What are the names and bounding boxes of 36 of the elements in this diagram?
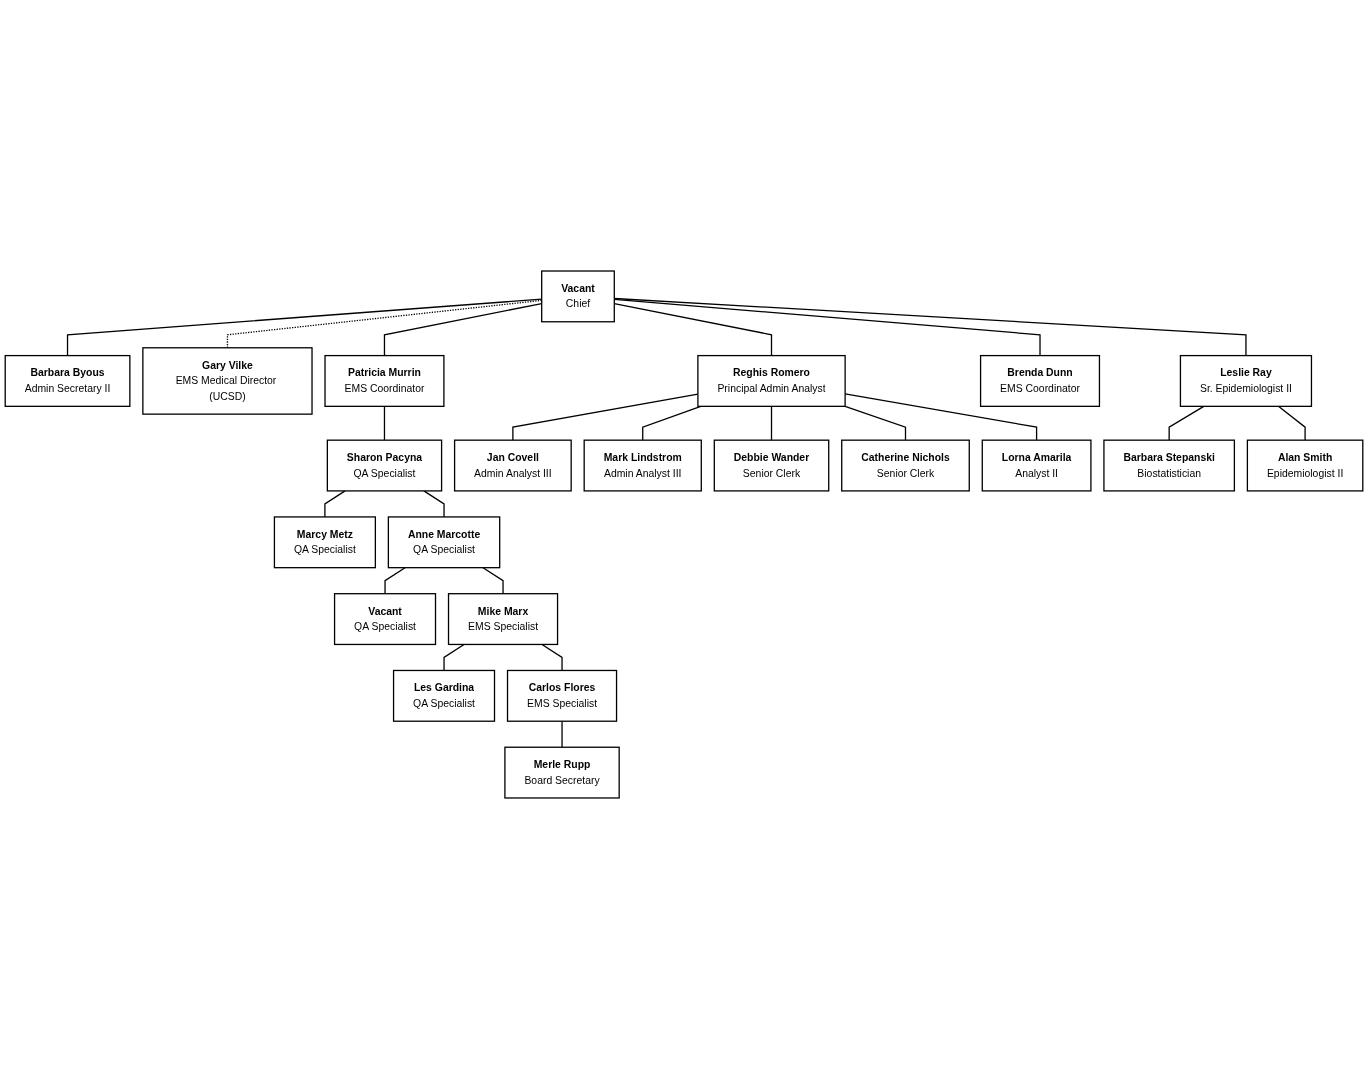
connector	[383, 405, 386, 441]
connector	[844, 393, 1038, 441]
connector	[423, 490, 445, 518]
node-box: Leslie Ray Sr. Epidemiologist II	[1179, 354, 1313, 407]
node-box: Les Gardina QA Specialist	[392, 669, 496, 722]
connector	[384, 567, 406, 595]
node-box: Barbara Byous Admin Secretary II	[4, 354, 131, 407]
connector	[324, 490, 346, 518]
node-box: Vacant QA Specialist	[333, 593, 437, 646]
connector	[482, 567, 504, 595]
connector	[642, 405, 702, 441]
node-box: Barbara Stepanski Biostatistician	[1103, 439, 1236, 492]
node-box: Mike Marx EMS Specialist	[447, 593, 559, 646]
connector	[1277, 405, 1306, 441]
connector	[443, 643, 465, 672]
connector	[844, 405, 907, 441]
node-box: Patricia Murrin EMS Coordinator	[324, 354, 445, 407]
node-box: Lorna Amarila Analyst II	[981, 439, 1092, 492]
node-box: Anne Marcotte QA Specialist	[387, 516, 501, 569]
node-box: Mark Lindstrom Admin Analyst III	[583, 439, 702, 492]
node-box: Catherine Nichols Senior Clerk	[841, 439, 970, 492]
node-box: Merle Rupp Board Secretary	[504, 746, 620, 799]
node-box: Jan Covell Admin Analyst III	[453, 439, 572, 492]
node-box: Carlos Flores EMS Specialist	[506, 669, 618, 722]
node-box: Brenda Dunn EMS Coordinator	[979, 354, 1101, 407]
connector	[1168, 405, 1205, 441]
connector	[770, 405, 773, 441]
node-box: Alan Smith Epidemiologist II	[1246, 439, 1364, 492]
node-box: Debbie Wander Senior Clerk	[713, 439, 830, 492]
node-box: Reghis Romero Principal Admin Analyst	[697, 354, 846, 407]
node-box: Vacant Chief	[541, 270, 615, 323]
node-box: Gary Vilke EMS Medical Director (UCSD)	[142, 347, 313, 415]
connector	[561, 720, 563, 748]
node-box: Marcy Metz QA Specialist	[273, 516, 376, 569]
node-box: Sharon Pacyna QA Specialist	[326, 439, 443, 492]
connector	[541, 643, 563, 672]
